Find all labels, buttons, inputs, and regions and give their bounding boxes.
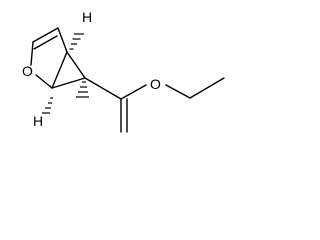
bond-o-c1 (35, 74, 53, 89)
structure-svg: O O O H H (22, 9, 225, 136)
atom-label-ring-oxygen: O (22, 63, 33, 79)
bond-c3-c3a (57, 27, 68, 53)
bond-ch2-ch3 (189, 77, 225, 99)
bond-c3a-c6 (66, 51, 86, 79)
atom-label-carbonyl-oxygen: O (119, 134, 130, 136)
bond-c-oester (120, 84, 147, 100)
atom-label-hydrogen-top: H (82, 9, 92, 25)
hashed-wedges (42, 33, 84, 114)
bond-c4-o (30, 41, 34, 66)
bond-c1-c3a (51, 51, 68, 89)
bond-c6-ccarbonyl (84, 77, 122, 100)
bond-c4-c3 (32, 27, 59, 43)
bond-c4-c3-double (33, 35, 58, 50)
molecule-diagram: O O O H H (0, 0, 228, 136)
atom-label-ester-oxygen: O (150, 76, 161, 92)
hashed-wedge-ester (76, 81, 89, 98)
bond-c1-c6 (51, 77, 86, 89)
bond-lines (30, 27, 225, 133)
bond-oester-ch2 (165, 84, 191, 99)
atom-label-hydrogen-bottom: H (33, 113, 43, 129)
